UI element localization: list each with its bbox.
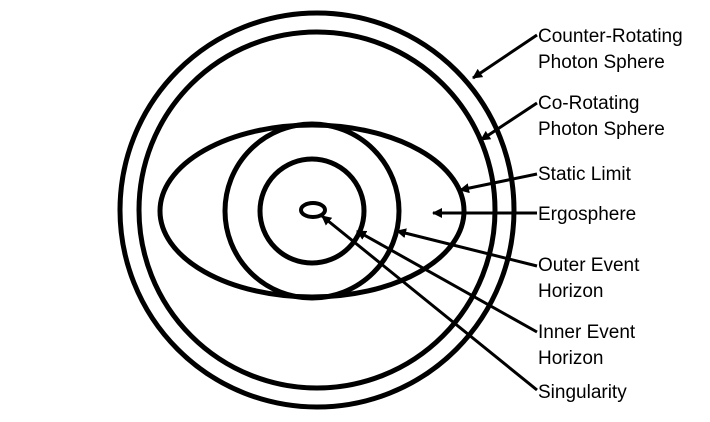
label-singularity: Singularity [538,382,627,403]
static-limit-ring [157,122,467,300]
label-outer-event-horizon: Outer Event Horizon [538,255,645,302]
label-line: Inner Event [538,322,636,343]
label-co-rotating-photon-sphere: Co-Rotating Photon Sphere [538,93,665,140]
co-rotating-photon-sphere-ring [136,29,498,391]
outer-event-horizon-ring [222,121,402,301]
arrow-inner-event-horizon [356,229,538,334]
label-line: Static Limit [538,164,632,185]
label-line: Co-Rotating [538,93,639,114]
label-counter-rotating-photon-sphere: Counter-Rotating Photon Sphere [538,26,688,73]
label-line: Photon Sphere [538,52,665,73]
arrow-singularity [321,214,538,392]
arrow-outer-event-horizon [396,228,538,268]
counter-rotating-photon-sphere-ring [117,10,517,410]
label-line: Horizon [538,348,603,369]
singularity-ring [299,201,327,219]
label-line: Photon Sphere [538,119,665,140]
inner-event-horizon-ring [257,156,367,266]
label-line: Ergosphere [538,204,636,225]
arrow-counter-rotating-photon-sphere [472,33,538,80]
label-static-limit: Static Limit [538,164,632,185]
label-line: Singularity [538,382,627,403]
arrow-co-rotating-photon-sphere [480,101,538,142]
arrow-static-limit [459,172,538,194]
label-ergosphere: Ergosphere [538,204,636,225]
label-inner-event-horizon: Inner Event Horizon [538,322,640,369]
label-line: Counter-Rotating [538,26,683,47]
label-line: Horizon [538,281,603,302]
label-line: Outer Event [538,255,640,276]
